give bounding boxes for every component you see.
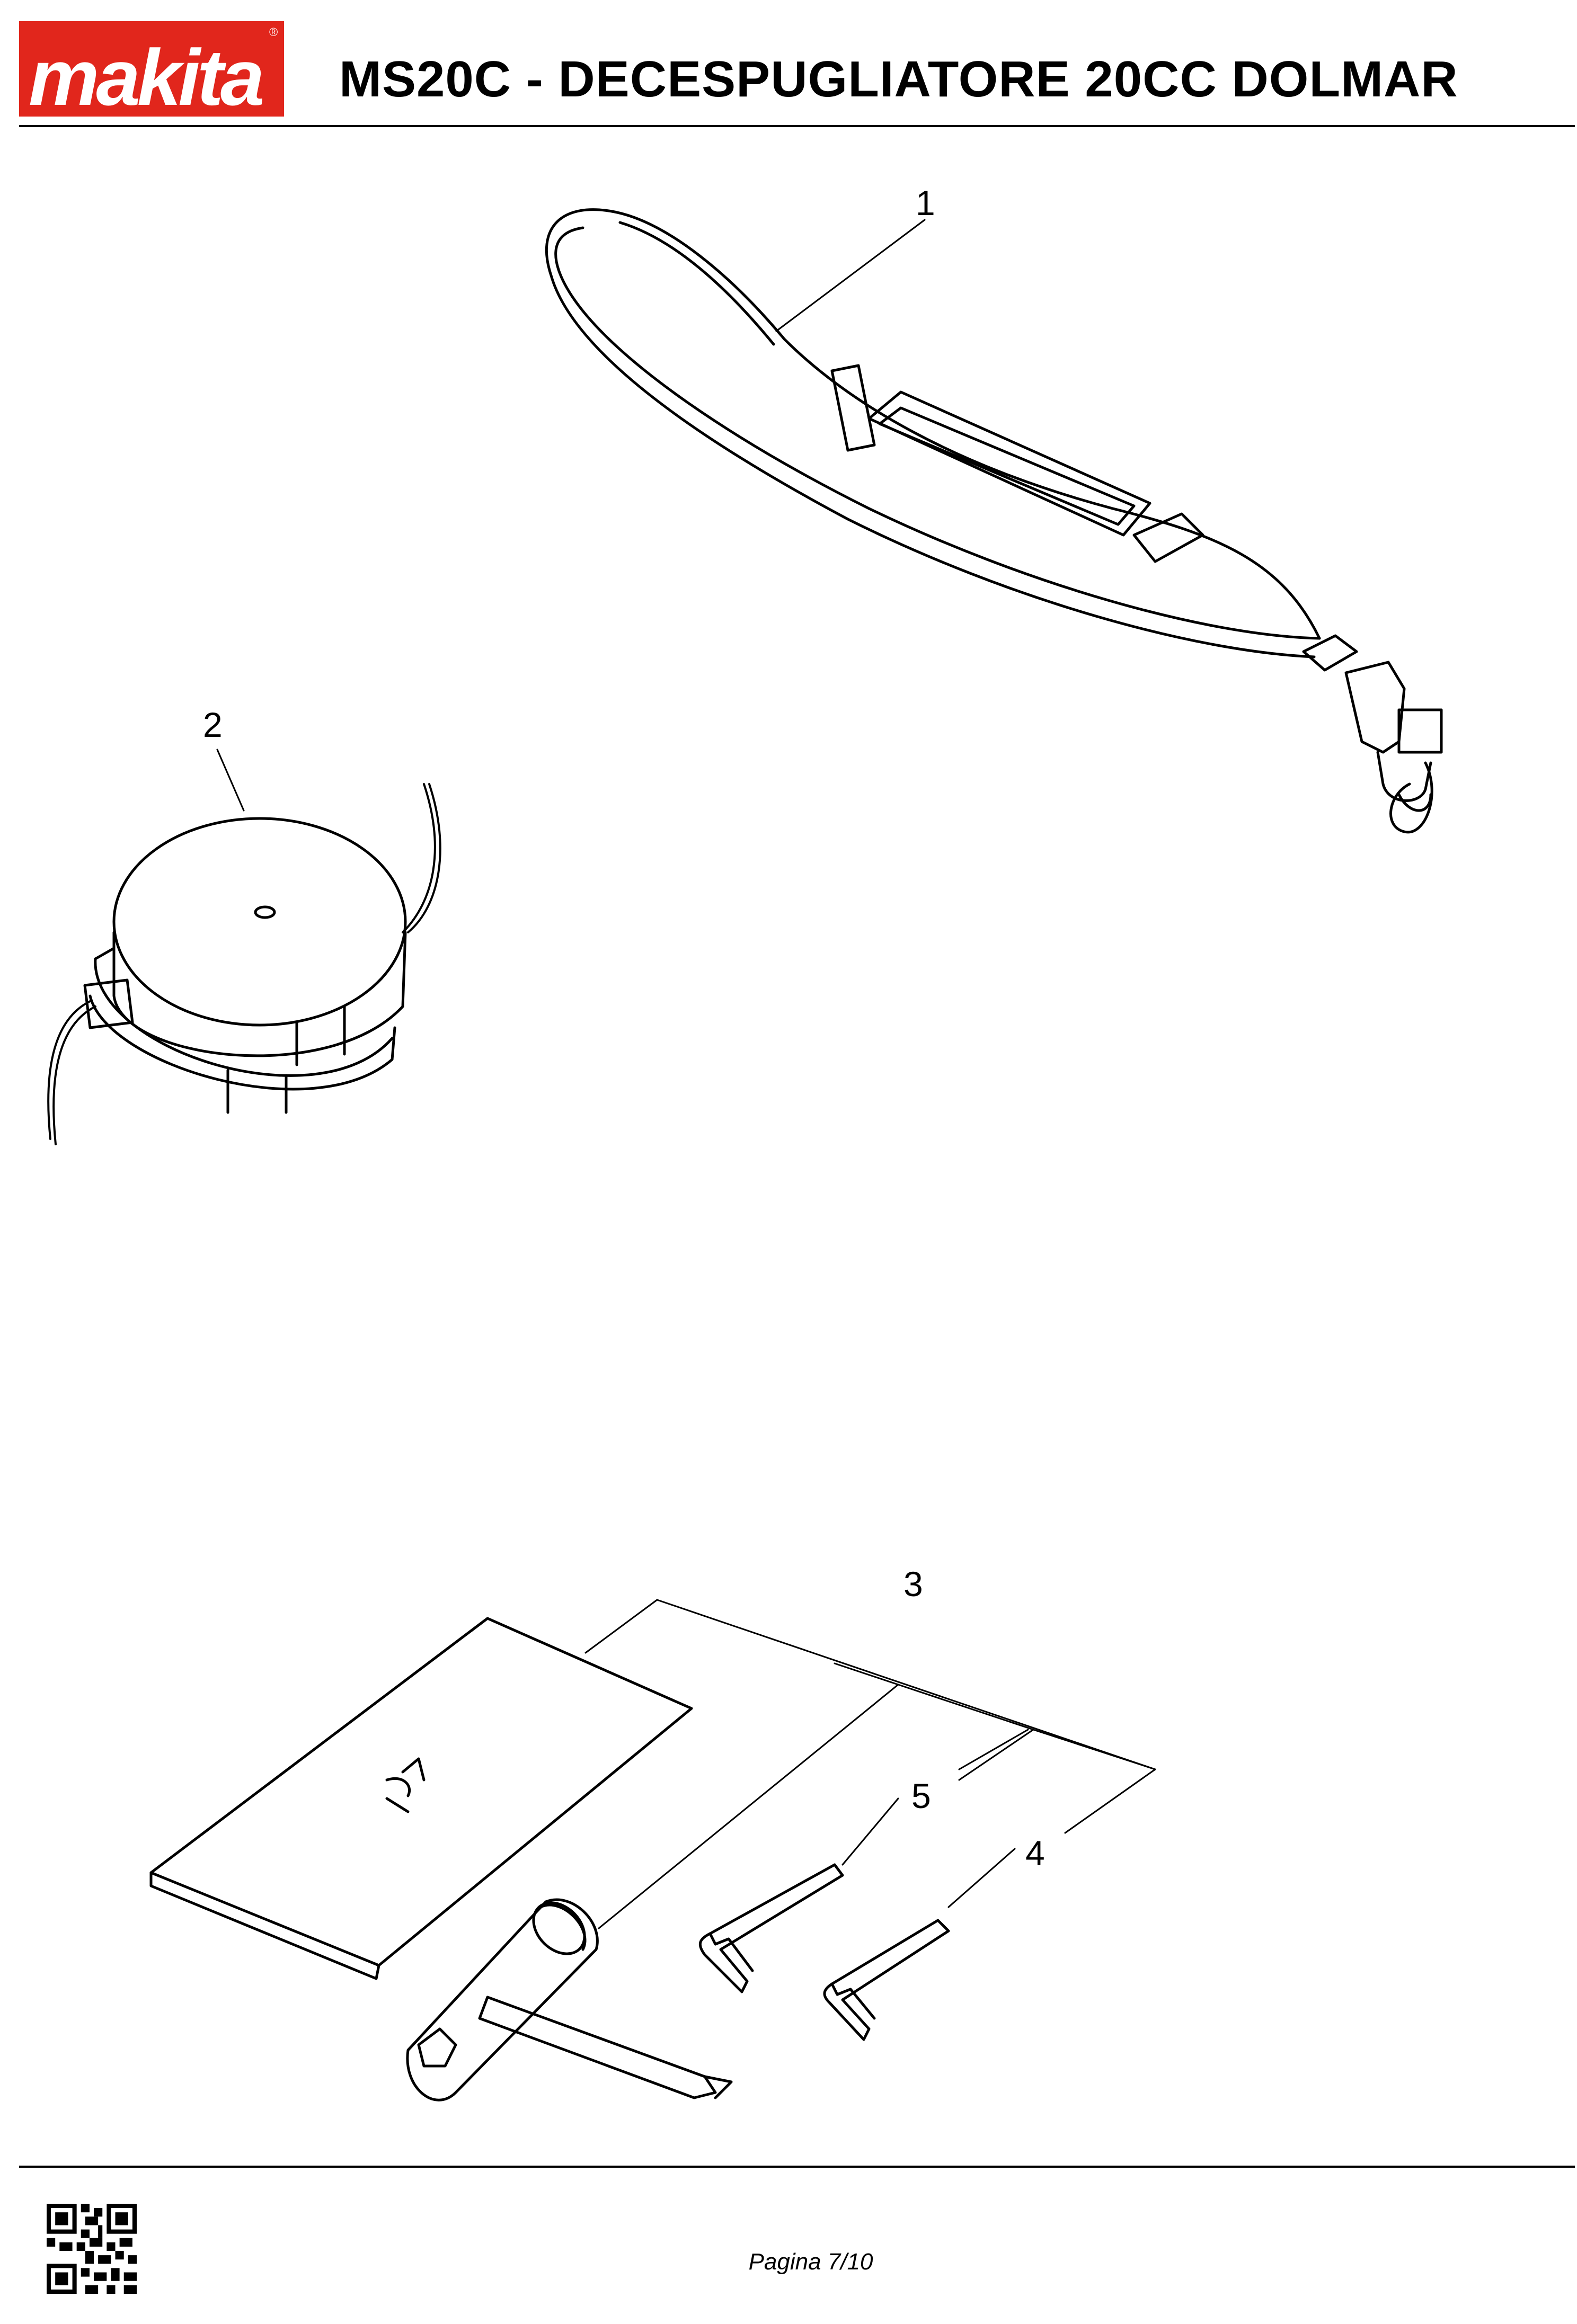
footer-divider: [19, 2166, 1575, 2168]
shoulder-strap: [545, 208, 1443, 834]
instruction-manual: [149, 1617, 693, 1980]
page-number: Pagina 7/10: [748, 2249, 873, 2275]
leader-lines: [216, 219, 1156, 1929]
page-header: makita ® MS20C - DECESPUGLIATORE 20CC DO…: [0, 0, 1577, 127]
callout-4: 4: [1025, 1833, 1045, 1873]
svg-text:®: ®: [269, 25, 278, 39]
callout-1: 1: [916, 183, 935, 222]
callout-5: 5: [911, 1776, 931, 1815]
page-title: MS20C - DECESPUGLIATORE 20CC DOLMAR: [339, 51, 1458, 108]
callout-2: 2: [203, 705, 223, 744]
callout-3: 3: [903, 1564, 923, 1604]
trimmer-head: [47, 783, 441, 1145]
spark-plug-wrench: [406, 1898, 733, 2102]
makita-logo: makita ®: [19, 21, 284, 117]
parts-diagram: [47, 208, 1443, 2102]
hex-key-large: [698, 1863, 844, 1993]
header-divider: [19, 125, 1575, 127]
hex-key-small: [823, 1919, 950, 2041]
svg-text:makita: makita: [29, 33, 263, 117]
qr-code: [47, 2204, 137, 2294]
